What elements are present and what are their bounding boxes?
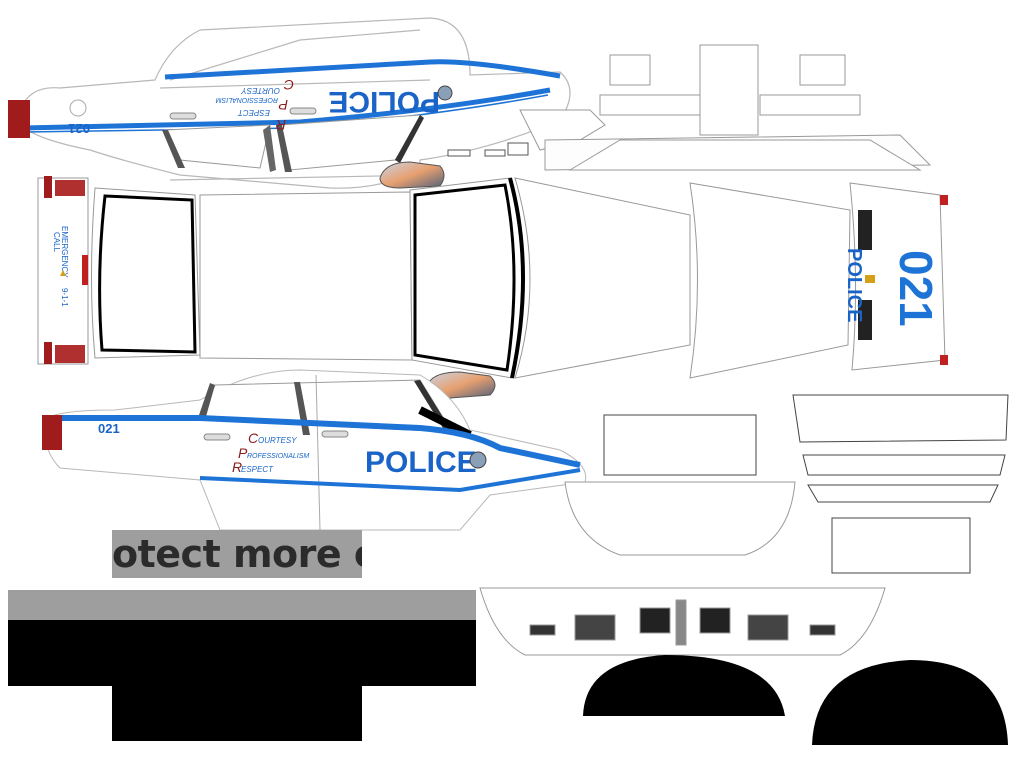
cpr-respect: ESPECT bbox=[241, 465, 274, 474]
svg-text:OURTESY: OURTESY bbox=[241, 86, 280, 95]
hood-police-label: POLICE bbox=[843, 248, 865, 322]
overlay-banner-text: otect more c bbox=[112, 532, 362, 576]
banner-black-block bbox=[8, 620, 476, 686]
banner-strip bbox=[112, 530, 362, 578]
upper-right-pieces bbox=[519, 44, 932, 171]
mirror-pieces bbox=[447, 142, 529, 157]
bottom-badge bbox=[469, 451, 487, 469]
top-fuel-cap bbox=[69, 99, 87, 117]
bottom-taillight bbox=[42, 415, 62, 450]
front-bumper-fascia bbox=[479, 587, 886, 656]
bottom-stripe-upper bbox=[60, 415, 581, 468]
top-badge bbox=[437, 85, 453, 101]
bottom-unit-number: 021 bbox=[98, 421, 120, 436]
top-stripe-upper bbox=[164, 59, 561, 80]
bottom-door-handles bbox=[203, 430, 349, 441]
top-door-handles bbox=[169, 107, 317, 120]
bottom-police-label: POLICE bbox=[365, 446, 477, 479]
svg-text:ESPECT: ESPECT bbox=[237, 108, 270, 117]
front-hood-piece bbox=[849, 182, 948, 371]
top-stripe-lower bbox=[21, 87, 551, 131]
hood-unit-number: 021 bbox=[890, 250, 942, 327]
headlight-upper bbox=[379, 161, 445, 189]
rear-911: 9-1-1 bbox=[60, 288, 69, 307]
wheel-well-right bbox=[812, 660, 1008, 745]
banner-black-base bbox=[112, 686, 362, 741]
roof-window-outlines bbox=[98, 177, 526, 379]
top-cpr-c: C bbox=[283, 77, 294, 93]
top-cpr-p: P bbox=[278, 97, 288, 113]
cpr-p: P bbox=[238, 445, 248, 461]
cpr-c: C bbox=[248, 430, 259, 446]
svg-text:ROFESSIONALISM: ROFESSIONALISM bbox=[216, 96, 278, 103]
top-taillight bbox=[8, 100, 30, 138]
roof-top-view bbox=[91, 177, 851, 379]
cpr-r: R bbox=[232, 459, 242, 475]
top-police-label: POLICE bbox=[328, 85, 440, 118]
rear-emergency: EMERGENCY bbox=[60, 226, 69, 278]
wheel-well-left bbox=[583, 655, 785, 716]
mid-right-parts bbox=[603, 394, 1009, 574]
top-cpr-r: R bbox=[276, 117, 286, 133]
top-unit-number: 021 bbox=[68, 121, 90, 136]
cpr-courtesy: OURTESY bbox=[258, 436, 297, 445]
bumper-shape bbox=[564, 481, 796, 556]
top-windows bbox=[162, 114, 424, 172]
bottom-stripe-lower bbox=[199, 468, 581, 493]
cpr-professionalism: ROFESSIONALISM bbox=[247, 453, 309, 460]
rear-call: CALL bbox=[52, 232, 61, 253]
banner-gray-band bbox=[8, 590, 476, 620]
